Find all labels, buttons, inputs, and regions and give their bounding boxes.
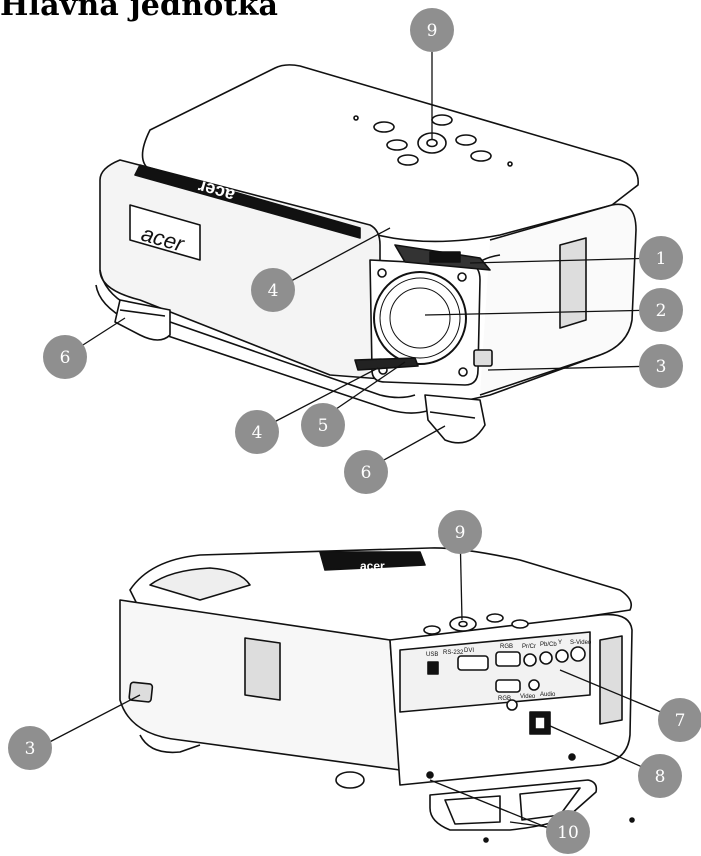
callout-7: 7 [658,698,701,742]
svg-text:RS-232: RS-232 [443,650,464,656]
callout-3-bottom: 3 [8,726,52,770]
page-title: Hlavná jednotka [0,0,279,23]
svg-text:3: 3 [25,739,36,759]
svg-text:6: 6 [361,463,372,483]
callout-1: 1 [639,236,683,280]
callout-10: 10 [546,810,590,854]
callout-9-bottom: 9 [438,510,482,554]
callout-6-right: 6 [344,450,388,494]
svg-text:Pr/Cr: Pr/Cr [522,644,536,650]
svg-text:Pb/Cb: Pb/Cb [540,642,557,648]
svg-text:9: 9 [455,523,466,543]
svg-text:6: 6 [60,348,71,368]
callout-5: 5 [301,403,345,447]
svg-text:4: 4 [268,281,279,301]
svg-text:Y: Y [558,640,562,646]
svg-text:10: 10 [557,823,579,843]
callout-2: 2 [639,288,683,332]
callout-4-lower: 4 [235,410,279,454]
projector-rear-view [119,547,635,843]
svg-text:9: 9 [427,21,438,41]
callout-8: 8 [638,754,682,798]
callout-4-upper: 4 [251,268,295,312]
svg-text:RGB: RGB [500,644,513,650]
svg-text:5: 5 [318,416,329,436]
callout-3-top: 3 [639,344,683,388]
svg-text:RGB: RGB [498,696,511,702]
svg-text:DVI: DVI [464,648,474,654]
rear-logo-text: acer [360,559,385,573]
svg-text:USB: USB [426,652,438,658]
svg-text:Video: Video [520,694,536,700]
svg-text:Audio: Audio [540,692,556,698]
svg-text:7: 7 [675,711,686,731]
svg-text:8: 8 [655,767,666,787]
svg-text:2: 2 [656,301,667,321]
callout-9-top: 9 [410,8,454,52]
rear-panel-labels: USB RS-232 DVI RGB Pr/Cr Pb/Cb Y S-Video… [426,640,592,702]
svg-text:3: 3 [656,357,667,377]
svg-text:S-Video: S-Video [570,640,592,646]
callout-6-left: 6 [43,335,87,379]
svg-text:4: 4 [252,423,263,443]
svg-text:1: 1 [656,249,667,269]
